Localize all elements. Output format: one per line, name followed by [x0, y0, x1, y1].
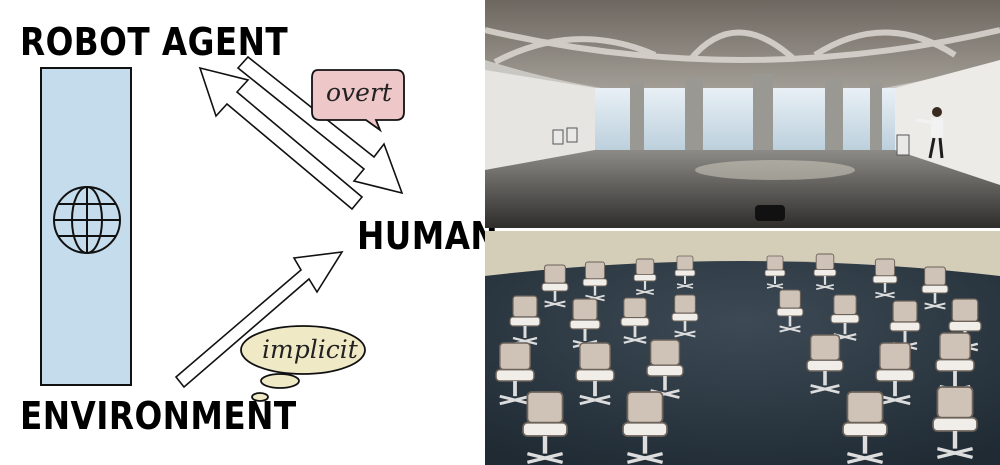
office-panorama-photo: [485, 0, 1000, 228]
person-figure: [916, 107, 944, 159]
arrow-robot-to-human: [236, 55, 404, 195]
human-label: HUMAN: [357, 214, 499, 258]
office-panorama-illustration: [485, 0, 1000, 228]
arrow-human-to-robot: [198, 66, 364, 211]
overt-speech-bubble: [311, 69, 405, 133]
interaction-diagram: ROBOT AGENT HUMAN ENVIRONMENT overt impl…: [0, 0, 498, 465]
virtual-chairs-illustration: [485, 231, 1000, 465]
environment-label: ENVIRONMENT: [20, 394, 297, 438]
arrow-environment-to-human: [174, 250, 344, 389]
overt-bubble-text: overt: [326, 78, 392, 107]
diagram-canvas: [40, 55, 405, 402]
implicit-thought-bubble: [240, 325, 366, 402]
globe-icon: [53, 186, 121, 254]
virtual-chairs-scene: [485, 231, 1000, 465]
robot-agent-label: ROBOT AGENT: [20, 20, 289, 64]
implicit-bubble-text: implicit: [262, 335, 358, 364]
